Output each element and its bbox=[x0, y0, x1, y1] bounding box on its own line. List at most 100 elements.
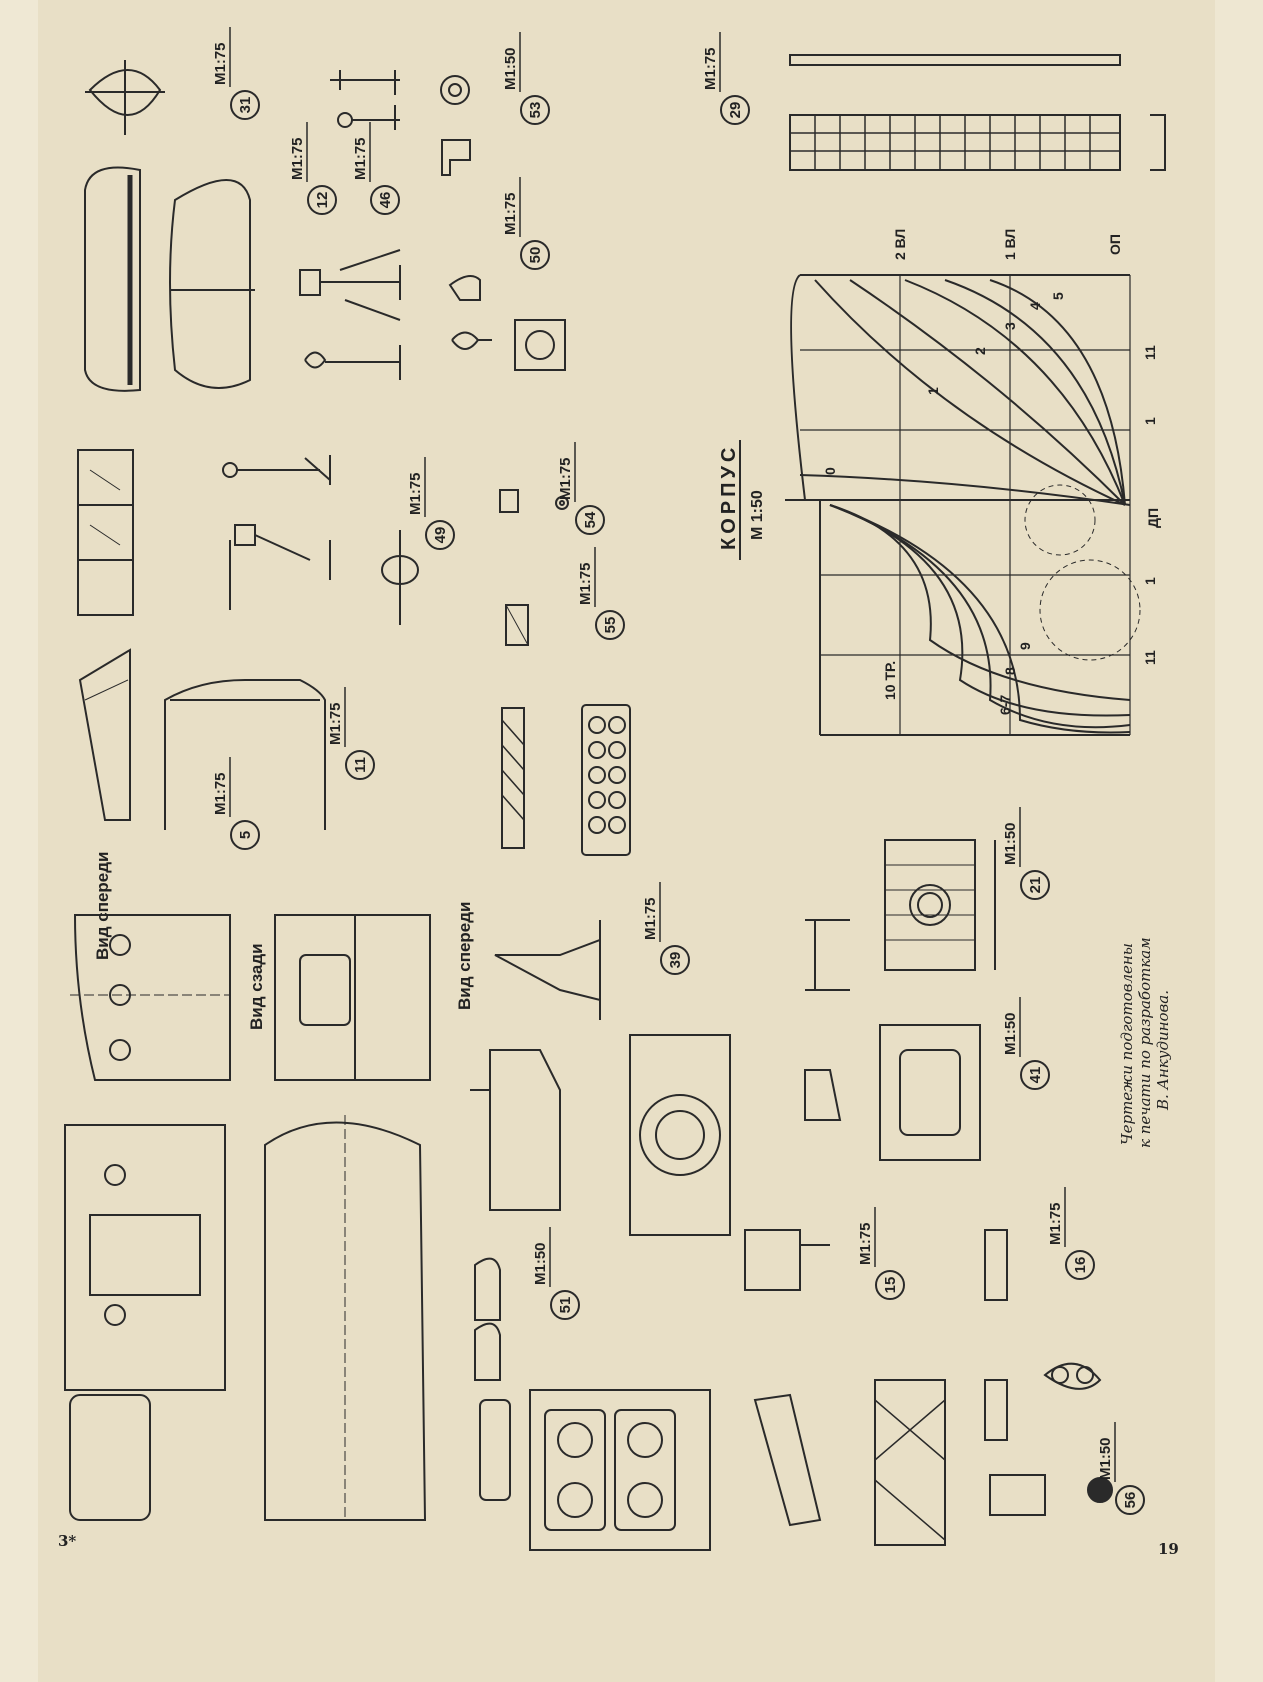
hull-bottom-mark-3: 1 bbox=[1142, 577, 1158, 585]
part-number-circle bbox=[875, 1270, 905, 1300]
hull-left-line-label-3: 10 ТР. bbox=[882, 661, 898, 700]
part-number: 31 bbox=[237, 97, 254, 114]
part-number-circle bbox=[520, 95, 550, 125]
hull-bottom-mark-1: 1 bbox=[1142, 417, 1158, 425]
hull-bottom-mark-0: 11 bbox=[1142, 345, 1158, 360]
part-number-circle bbox=[550, 1290, 580, 1320]
part-scale: М1:75 bbox=[289, 137, 306, 180]
hull-line-label-0: 0 bbox=[822, 467, 838, 475]
hull-left-line-label-0: 9 bbox=[1017, 642, 1033, 650]
korpus-scale: М 1:50 bbox=[749, 490, 766, 540]
drawing-parts-54-55 bbox=[499, 489, 569, 646]
part-number-circle bbox=[1020, 870, 1050, 900]
part-number: 55 bbox=[602, 617, 619, 634]
part-number-circle bbox=[1020, 1060, 1050, 1090]
hull-bottom-mark-2: ДП bbox=[1145, 508, 1161, 528]
part-number: 21 bbox=[1027, 877, 1044, 894]
drawing-parts-15-16-56 bbox=[744, 1229, 1113, 1546]
part-scale: М1:75 bbox=[502, 192, 519, 235]
part-number-circle bbox=[720, 95, 750, 125]
part-scale: М1:75 bbox=[702, 47, 719, 90]
part-scale: М1:50 bbox=[532, 1242, 549, 1285]
part-number-circle bbox=[345, 750, 375, 780]
part-label-50: 50 М1:75 bbox=[502, 177, 550, 270]
drawing-hatches-51 bbox=[474, 1257, 711, 1551]
part-scale: М1:75 bbox=[642, 897, 659, 940]
part-label-46: 46 М1:75 bbox=[352, 122, 400, 215]
hull-line-label-4: 4 bbox=[1027, 302, 1043, 310]
drawing-grating-29 bbox=[789, 54, 1166, 171]
waterline-label-1: 1 ВЛ bbox=[1002, 229, 1018, 260]
part-number: 50 bbox=[527, 247, 544, 264]
part-scale: М1:75 bbox=[352, 137, 369, 180]
credit-line-2: к печати по разработкам bbox=[1136, 937, 1154, 1148]
part-label-55: 55 М1:75 bbox=[577, 547, 625, 640]
part-scale: М1:75 bbox=[407, 472, 424, 515]
part-number: 54 bbox=[582, 511, 599, 528]
part-label-12: 12 М1:75 bbox=[289, 122, 337, 215]
part-number: 15 bbox=[882, 1277, 899, 1294]
part-scale: М1:75 bbox=[212, 772, 229, 815]
drawing-windows bbox=[77, 449, 326, 830]
drawing-cabin bbox=[64, 914, 431, 1521]
label-vid-szadi: Вид сзади bbox=[247, 943, 266, 1030]
part-number: 29 bbox=[727, 102, 744, 119]
part-number: 12 bbox=[314, 192, 331, 209]
part-number: 16 bbox=[1072, 1257, 1089, 1274]
part-number-circle bbox=[575, 505, 605, 535]
part-label-53: 53 М1:50 bbox=[502, 32, 550, 125]
part-number: 53 bbox=[527, 102, 544, 119]
part-number-circle bbox=[660, 945, 690, 975]
korpus-title: КОРПУС bbox=[718, 444, 740, 550]
part-label-29: 29 М1:75 bbox=[702, 32, 750, 125]
hull-line-label-3: 3 bbox=[1002, 322, 1018, 330]
label-vid-speredi-1: Вид спереди bbox=[93, 852, 112, 961]
part-number: 49 bbox=[432, 527, 449, 544]
part-number-circle bbox=[425, 520, 455, 550]
drawing-deck-plates bbox=[804, 839, 996, 1161]
part-scale: М1:50 bbox=[1002, 822, 1019, 865]
part-scale: М1:75 bbox=[327, 702, 344, 745]
part-number: 5 bbox=[237, 831, 254, 839]
drawing-fittings-12-46 bbox=[299, 70, 401, 380]
label-vid-speredi-2: Вид спереди bbox=[455, 902, 474, 1011]
drawing-hull-body-plan bbox=[785, 274, 1141, 736]
part-label-21: 21 М1:50 bbox=[1002, 807, 1050, 900]
part-scale: М1:50 bbox=[1097, 1437, 1114, 1480]
part-label-51: 51 М1:50 bbox=[532, 1227, 580, 1320]
part-number-circle bbox=[520, 240, 550, 270]
part-number: 46 bbox=[377, 192, 394, 209]
part-scale: М1:50 bbox=[502, 47, 519, 90]
drawing-gun-mount-39 bbox=[470, 920, 731, 1236]
credit-line-3: В. Анкудинова. bbox=[1154, 990, 1172, 1111]
part-label-5: 5 М1:75 bbox=[212, 757, 260, 850]
part-number-circle bbox=[230, 820, 260, 850]
part-number: 56 bbox=[1122, 1492, 1139, 1509]
waterline-label-0: 2 ВЛ bbox=[892, 229, 908, 260]
part-label-16: 16 М1:75 bbox=[1047, 1187, 1095, 1280]
hull-line-label-1: 1 bbox=[925, 387, 941, 395]
part-scale: М1:75 bbox=[1047, 1202, 1064, 1245]
part-label-39: 39 М1:75 bbox=[642, 882, 690, 975]
page-number: 19 bbox=[1158, 1540, 1179, 1558]
hull-left-line-label-2: 6-7 bbox=[997, 695, 1013, 715]
part-number-circle bbox=[1065, 1250, 1095, 1280]
part-scale: М1:75 bbox=[557, 457, 574, 500]
drawing-parts-53-50 bbox=[440, 75, 566, 371]
part-label-15: 15 М1:75 bbox=[857, 1207, 905, 1300]
part-scale: М1:75 bbox=[577, 562, 594, 605]
part-number-circle bbox=[1115, 1485, 1145, 1515]
part-number: 51 bbox=[557, 1297, 574, 1314]
part-number: 39 bbox=[667, 952, 684, 969]
hull-bottom-mark-4: 11 bbox=[1142, 650, 1158, 665]
part-label-56: 56 М1:50 bbox=[1097, 1422, 1145, 1515]
part-number: 41 bbox=[1027, 1067, 1044, 1084]
part-scale: М1:75 bbox=[857, 1222, 874, 1265]
part-number-circle bbox=[307, 185, 337, 215]
drawing-boat-31 bbox=[84, 60, 255, 392]
drawing-ladder-vents bbox=[501, 704, 631, 856]
